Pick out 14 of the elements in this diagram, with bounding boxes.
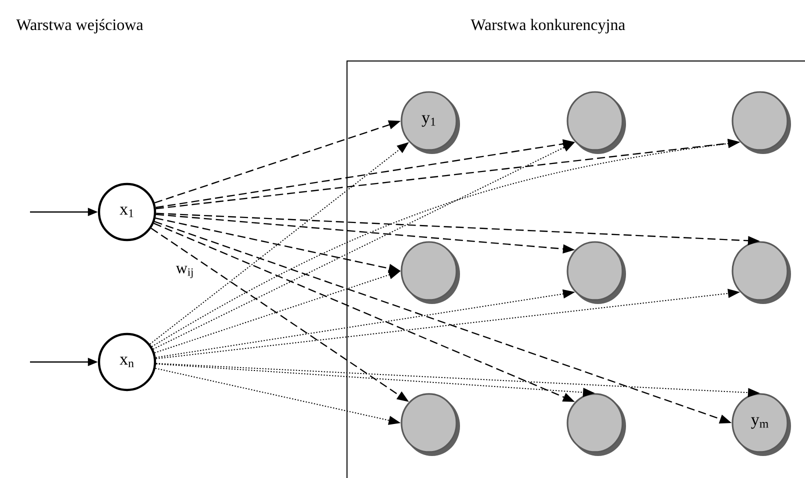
neuron: [400, 393, 460, 456]
neuron: [732, 241, 791, 304]
neuron: [732, 91, 791, 154]
neuron: [566, 393, 626, 456]
layer-heading: Warstwa wejściowa: [16, 18, 144, 34]
weight-label: w$_{ij}$: [176, 266, 193, 278]
input-neuron: x$_{n}$: [98, 332, 156, 392]
neuron: y$_{1}$: [400, 91, 460, 154]
layer-heading: Warstwa konkurencyjna: [470, 18, 626, 34]
neuron: [566, 91, 626, 154]
neuron: [400, 241, 460, 304]
neuron: y$_{m}$: [732, 393, 791, 456]
input-neuron: x$_{1}$: [98, 182, 156, 242]
neuron: [566, 241, 626, 304]
